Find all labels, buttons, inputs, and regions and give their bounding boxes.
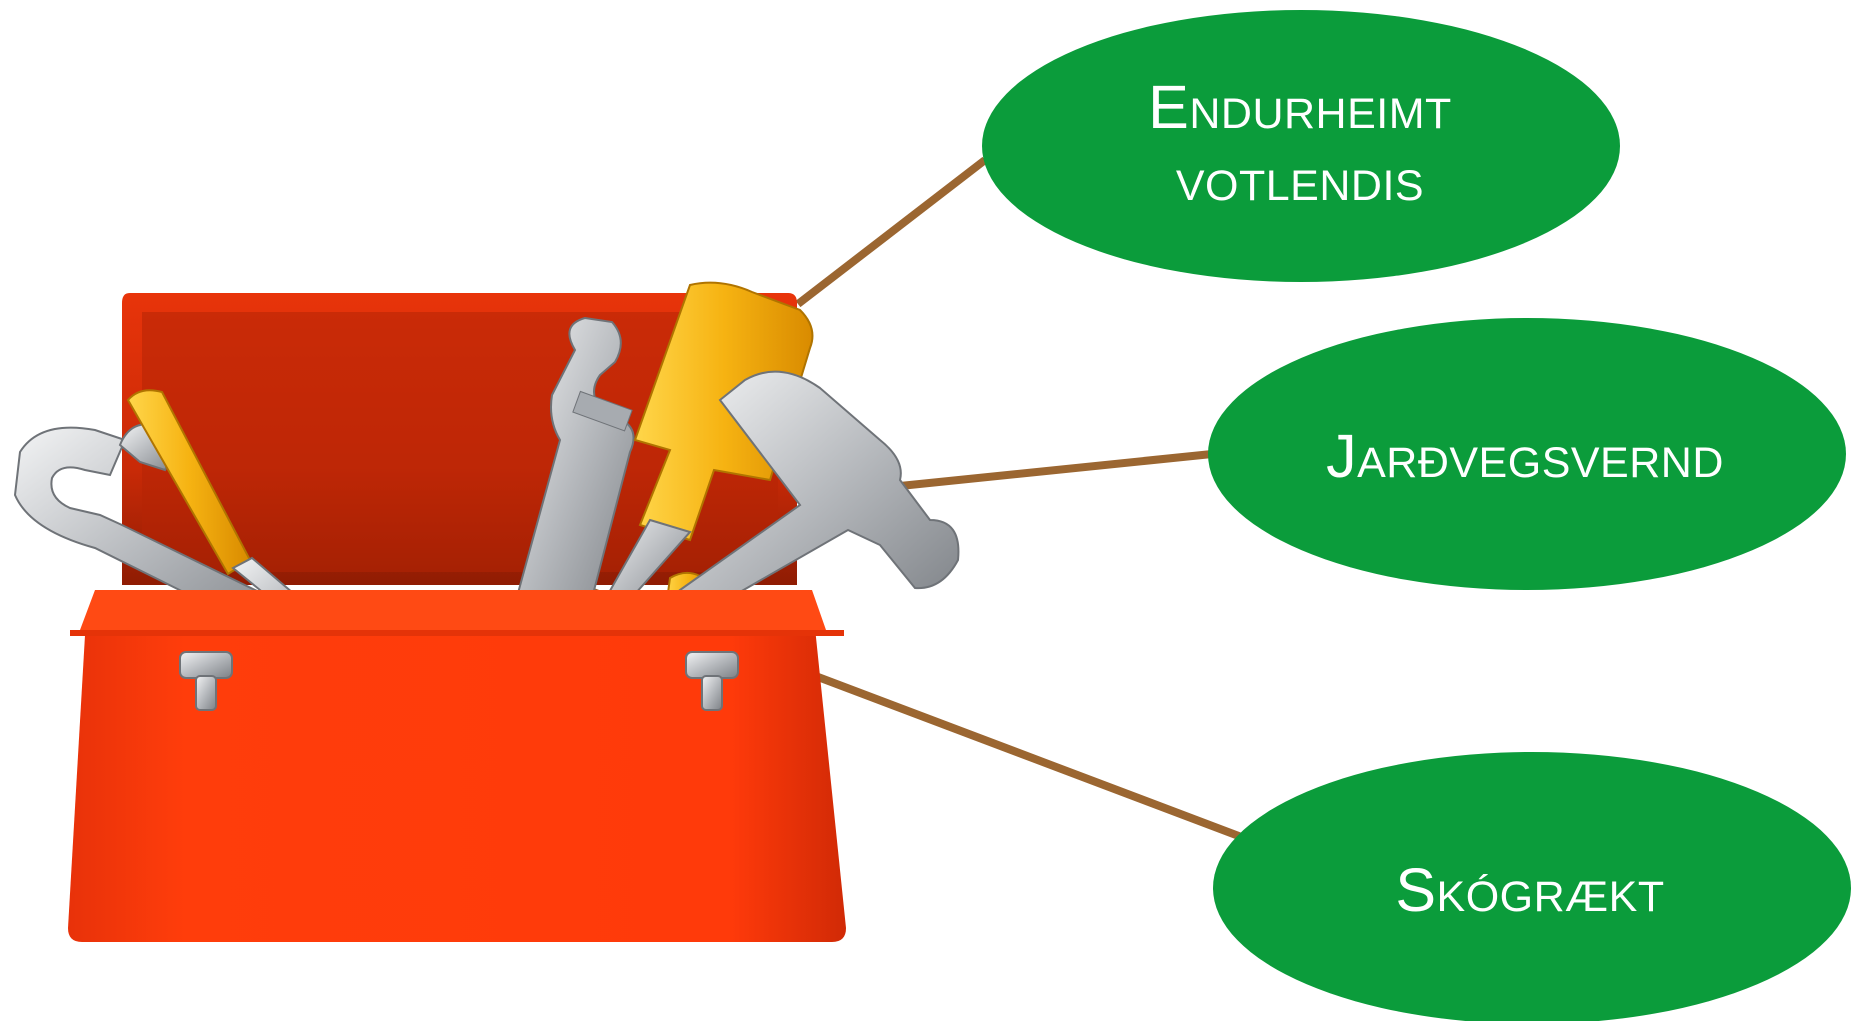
bubble-jardvegsvernd	[1208, 318, 1846, 590]
label-line: Jarðvegsvernd	[1326, 422, 1724, 490]
adjustable-wrench-icon	[510, 316, 635, 627]
hammer-icon	[678, 370, 960, 617]
connector-jardvegsvernd	[899, 450, 1213, 490]
bubble-endurheimt-votlendis	[982, 10, 1620, 282]
label-line: votlendis	[1175, 144, 1425, 213]
toolbox-body	[68, 605, 846, 942]
label-skograekt: Skógrækt	[1215, 855, 1845, 927]
bubbles	[982, 10, 1851, 1021]
connector-endurheimt	[795, 156, 988, 308]
latch-right-icon	[685, 651, 739, 711]
label-jardvegsvernd: Jarðvegsvernd	[1210, 421, 1840, 493]
latch-left-icon	[179, 651, 233, 711]
label-line: Skógrækt	[1395, 856, 1665, 924]
bubble-skograekt	[1213, 752, 1851, 1021]
toolbox-icon	[13, 281, 960, 942]
label-endurheimt-votlendis: Endurheimt votlendis	[985, 72, 1615, 216]
label-line: Endurheimt	[1148, 73, 1452, 141]
